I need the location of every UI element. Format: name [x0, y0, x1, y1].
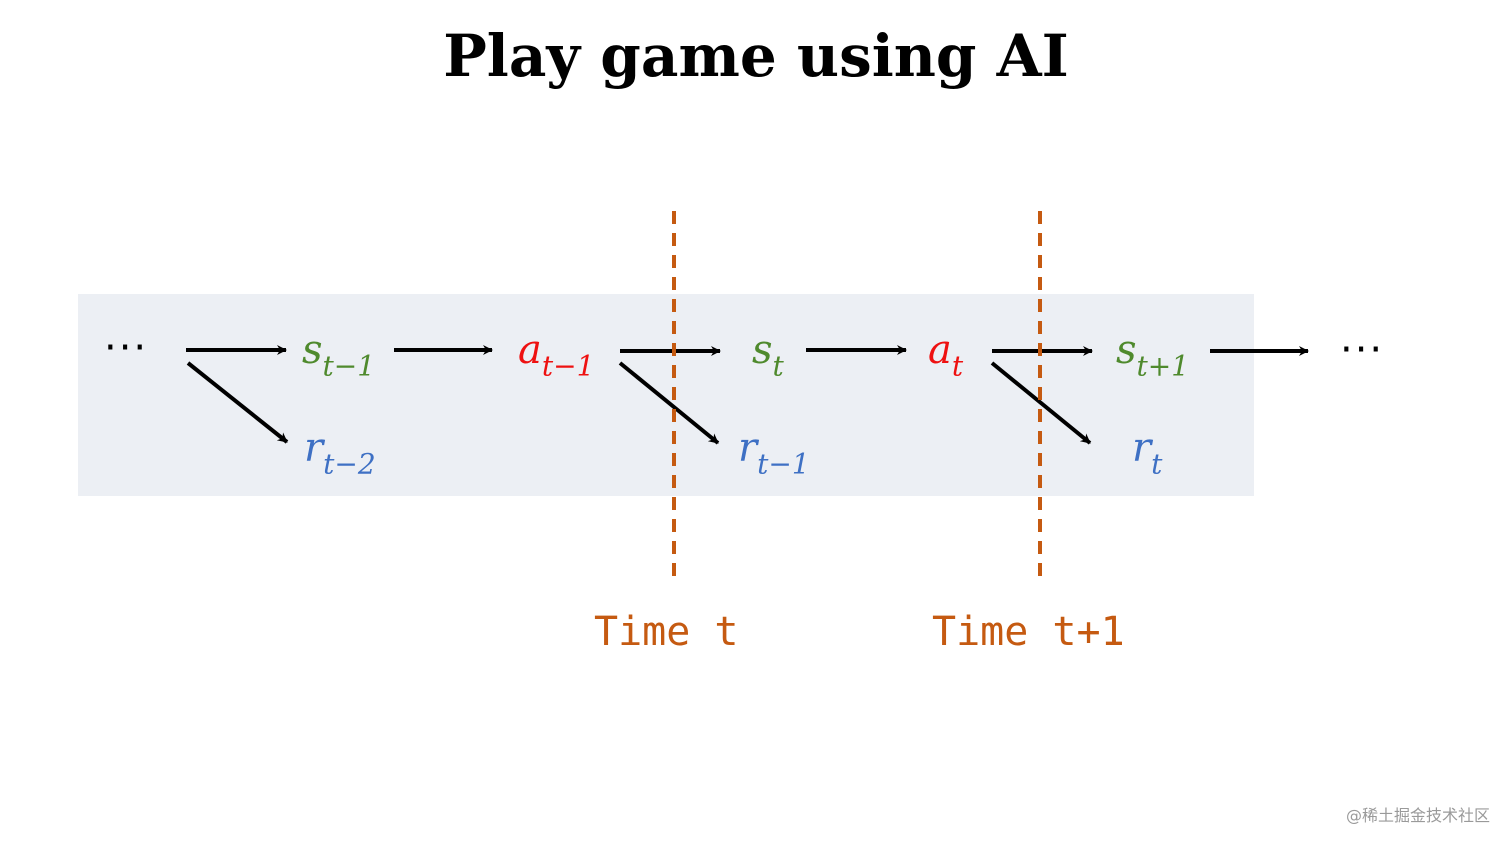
state-subscript: t	[772, 349, 784, 383]
reward-t: rt	[1132, 428, 1162, 479]
state-subscript: t−1	[322, 349, 376, 383]
state-t-minus-1: st−1	[302, 330, 375, 381]
reward-t-minus-1: rt−1	[738, 428, 810, 479]
action-t: at	[928, 330, 963, 381]
state-symbol: s	[302, 327, 323, 373]
action-symbol: a	[928, 327, 952, 373]
watermark: @稀土掘金技术社区	[1345, 806, 1490, 825]
state-t: st	[752, 330, 784, 381]
ellipsis-right: ···	[1340, 327, 1385, 373]
reward-t-minus-2: rt−2	[304, 428, 376, 479]
state-symbol: s	[1116, 327, 1137, 373]
reward-subscript: t−2	[323, 447, 376, 481]
reward-symbol: r	[738, 425, 758, 471]
action-symbol: a	[518, 327, 542, 373]
time-t-plus-1-label: Time t+1	[932, 609, 1125, 655]
timeline-band	[78, 294, 1254, 496]
page-title: Play game using AI	[443, 22, 1069, 90]
arrow-a-t-to-r-t	[990, 361, 1092, 445]
reward-subscript: t	[1151, 447, 1163, 481]
reward-symbol: r	[304, 425, 324, 471]
arrow-a-prev-to-r-prev1	[618, 361, 720, 445]
time-t-label: Time t	[594, 609, 739, 655]
ellipsis-left: ···	[104, 325, 149, 371]
action-subscript: t−1	[541, 349, 595, 383]
state-t-plus-1: st+1	[1116, 330, 1189, 381]
state-symbol: s	[752, 327, 773, 373]
reward-symbol: r	[1132, 425, 1152, 471]
action-t-minus-1: at−1	[518, 330, 594, 381]
action-subscript: t	[951, 349, 964, 383]
arrow-dots-to-r-prev2	[186, 361, 289, 444]
state-subscript: t+1	[1136, 349, 1190, 383]
reward-subscript: t−1	[757, 447, 810, 481]
